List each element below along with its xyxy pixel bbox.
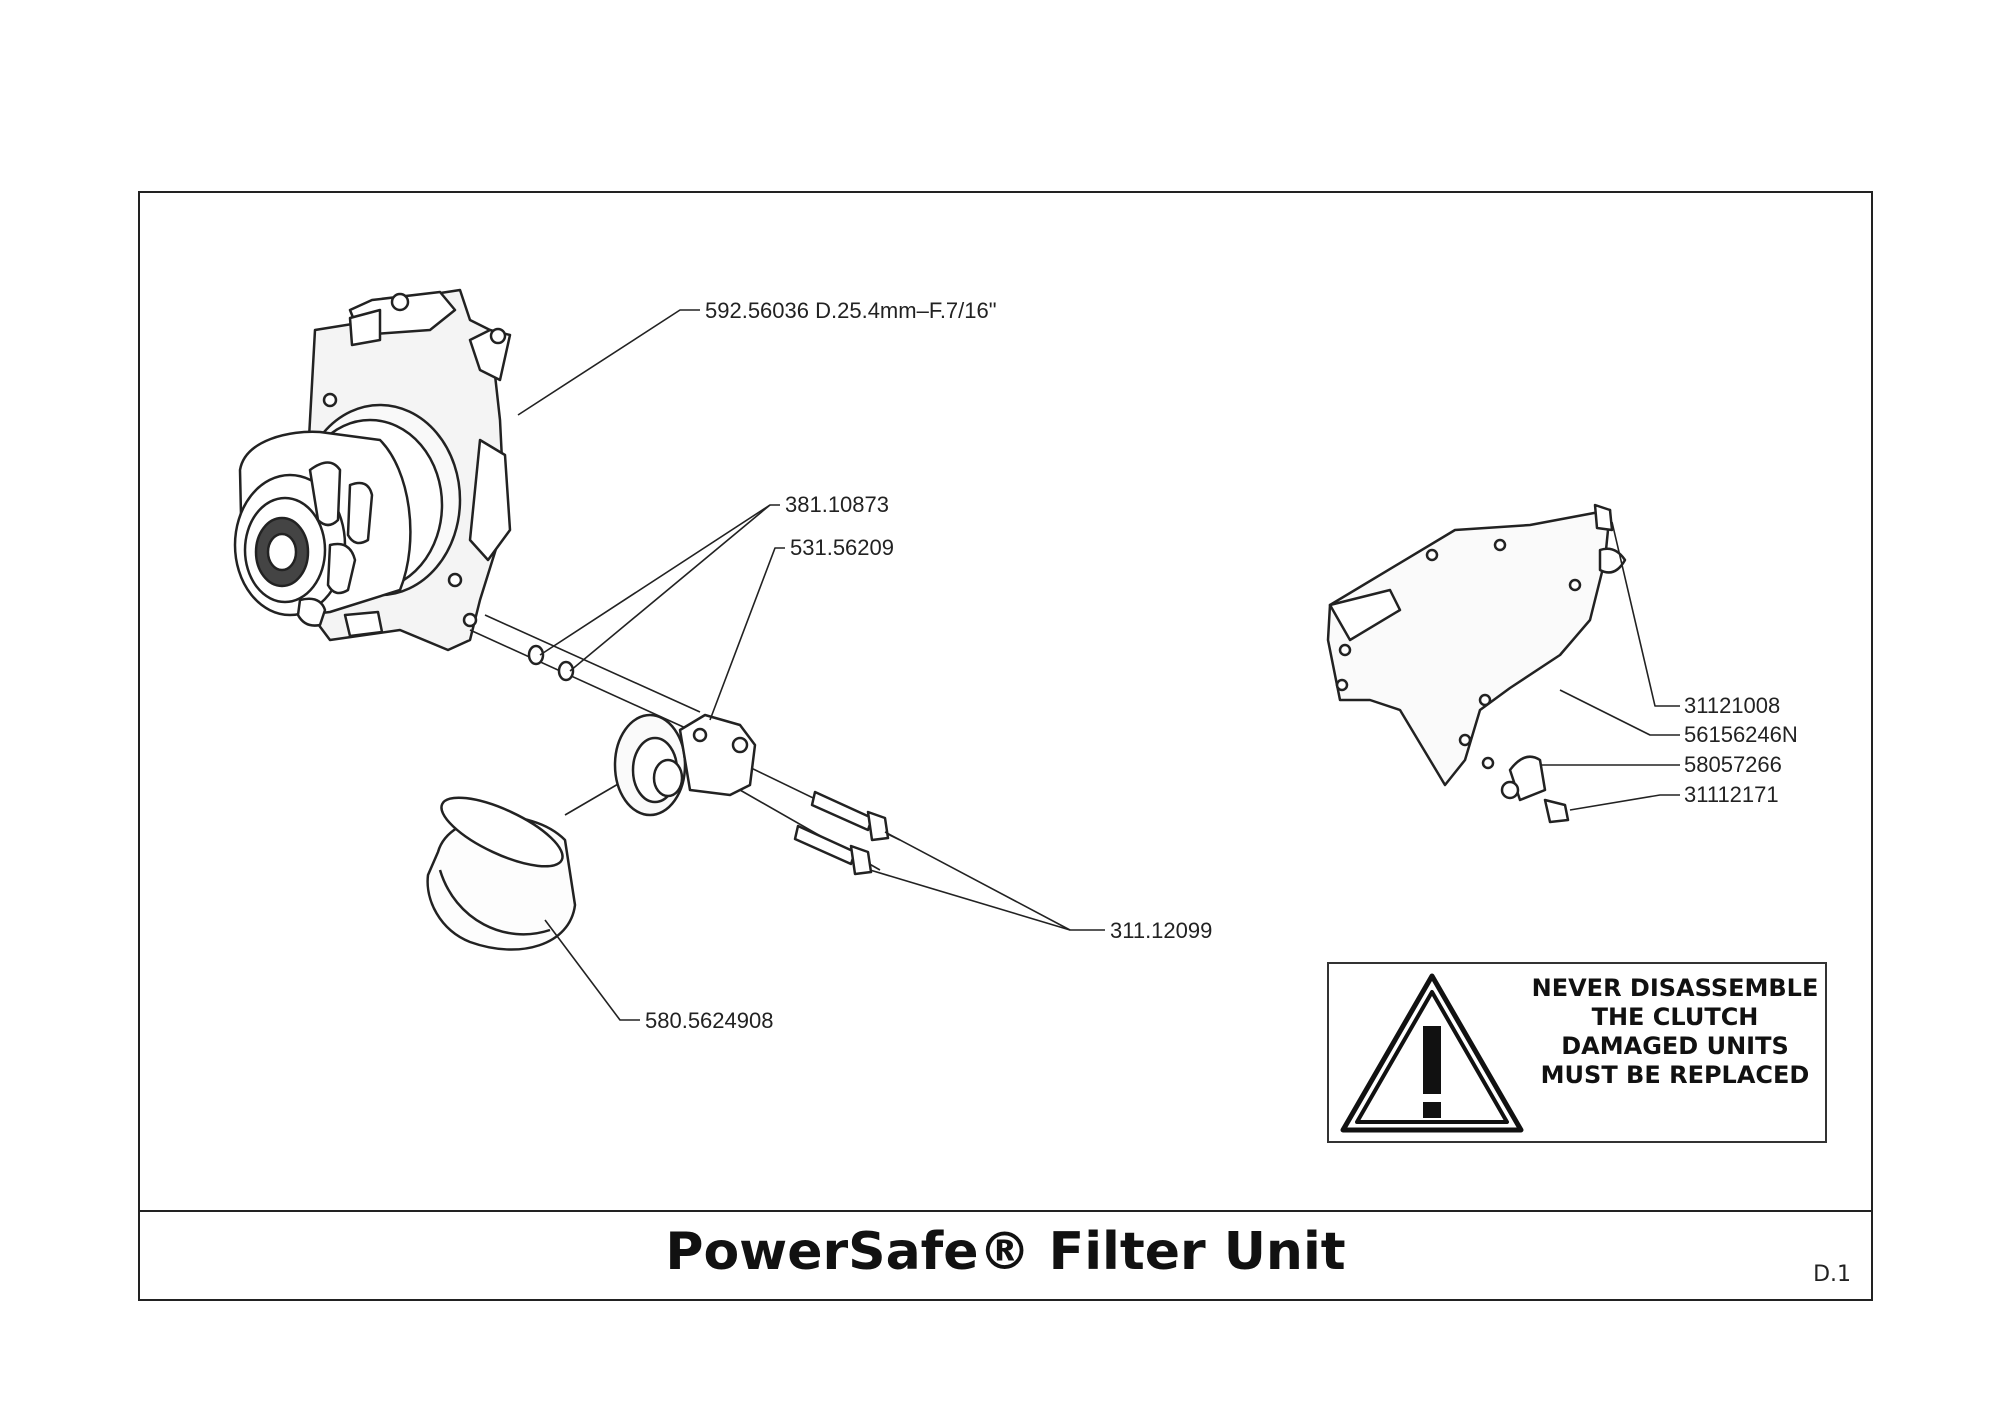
warning-line: MUST BE REPLACED — [1540, 1061, 1810, 1089]
callout-bracket: 56156246N — [1684, 722, 1798, 747]
mounting-bracket — [1326, 503, 1627, 824]
warning-line: NEVER DISASSEMBLE — [1531, 974, 1819, 1002]
o-rings — [527, 644, 575, 682]
callout-o-ring: 381.10873 — [785, 492, 889, 517]
clutch-assembly — [233, 288, 512, 652]
warning-text: NEVER DISASSEMBLE THE CLUTCH DAMAGED UNI… — [1525, 974, 1825, 1090]
drawing-frame — [138, 191, 1873, 1301]
callout-screw: 31121008 — [1684, 693, 1780, 718]
leader-lines — [517, 309, 1680, 1021]
warning-line: DAMAGED UNITS — [1561, 1032, 1789, 1060]
filter-adapter — [613, 713, 757, 817]
callout-filter: 580.5624908 — [645, 1008, 773, 1033]
callout-clip: 58057266 — [1684, 752, 1782, 777]
title-bar: PowerSafe® Filter Unit D.1 — [138, 1210, 1873, 1301]
callout-adapter: 531.56209 — [790, 535, 894, 560]
callout-clutch: 592.56036 D.25.4mm–F.7/16" — [705, 298, 997, 323]
bolts — [793, 790, 890, 876]
warning-triangle-icon — [1340, 973, 1524, 1133]
oil-filter — [426, 796, 577, 951]
page-number: D.1 — [1813, 1262, 1851, 1287]
callout-small-bolt: 31112171 — [1684, 782, 1779, 807]
page-title: PowerSafe® Filter Unit — [665, 1222, 1346, 1282]
warning-line: THE CLUTCH — [1591, 1003, 1759, 1031]
warning-box: NEVER DISASSEMBLE THE CLUTCH DAMAGED UNI… — [1327, 962, 1827, 1143]
callout-bolts: 311.12099 — [1110, 918, 1212, 943]
callout-labels: 592.56036 D.25.4mm–F.7/16" 381.10873 531… — [645, 298, 1798, 1033]
